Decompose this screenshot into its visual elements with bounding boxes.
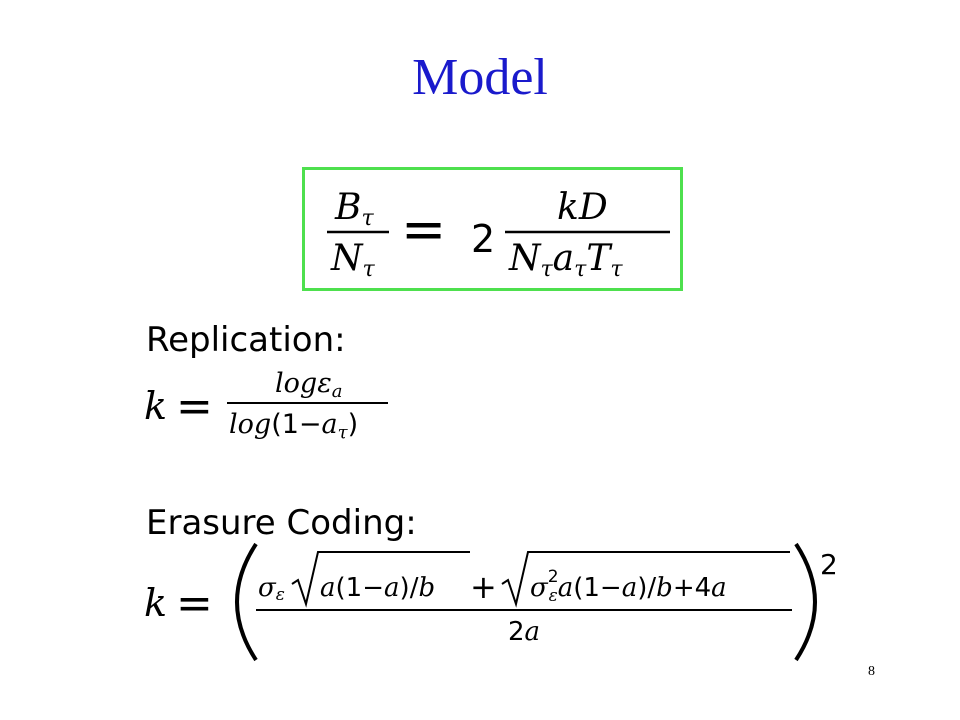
slide-title: Model bbox=[412, 49, 548, 106]
erasure-root1-sign bbox=[291, 551, 470, 608]
main-coefficient: 2 bbox=[471, 217, 495, 261]
rhs-denominator: NτaτTτ bbox=[508, 238, 623, 282]
main-equation-box: Bτ Nτ = 2 kD NτaτTτ bbox=[302, 167, 683, 291]
erasure-exponent: 2 bbox=[820, 548, 838, 581]
replication-denominator: log(1−aτ) bbox=[229, 409, 358, 443]
rhs-numerator: kD bbox=[557, 187, 608, 228]
lhs-denominator: Nτ bbox=[330, 238, 376, 282]
page-number: 8 bbox=[868, 664, 875, 679]
erasure-root2-sign bbox=[501, 551, 790, 608]
replication-equals: = bbox=[176, 381, 213, 432]
erasure-left-paren bbox=[235, 542, 258, 662]
replication-numerator: logεa bbox=[275, 368, 342, 402]
erasure-sigma: σε bbox=[258, 573, 285, 605]
erasure-coding-label: Erasure Coding: bbox=[146, 503, 417, 543]
erasure-denominator: 2a bbox=[508, 617, 540, 647]
erasure-root1-body: a(1−a)/b bbox=[320, 573, 435, 603]
main-equals-sign: = bbox=[401, 198, 446, 261]
lhs-numerator: Bτ bbox=[334, 187, 374, 231]
main-equation: Bτ Nτ = 2 kD NτaτTτ bbox=[327, 187, 670, 282]
erasure-plus: + bbox=[470, 568, 497, 606]
replication-formula: k = logεa log(1−aτ) bbox=[144, 368, 388, 443]
erasure-k: k bbox=[144, 581, 167, 625]
erasure-right-paren bbox=[794, 542, 817, 662]
replication-k: k bbox=[144, 384, 167, 428]
erasure-equals: = bbox=[176, 578, 213, 629]
replication-label: Replication: bbox=[146, 320, 346, 360]
